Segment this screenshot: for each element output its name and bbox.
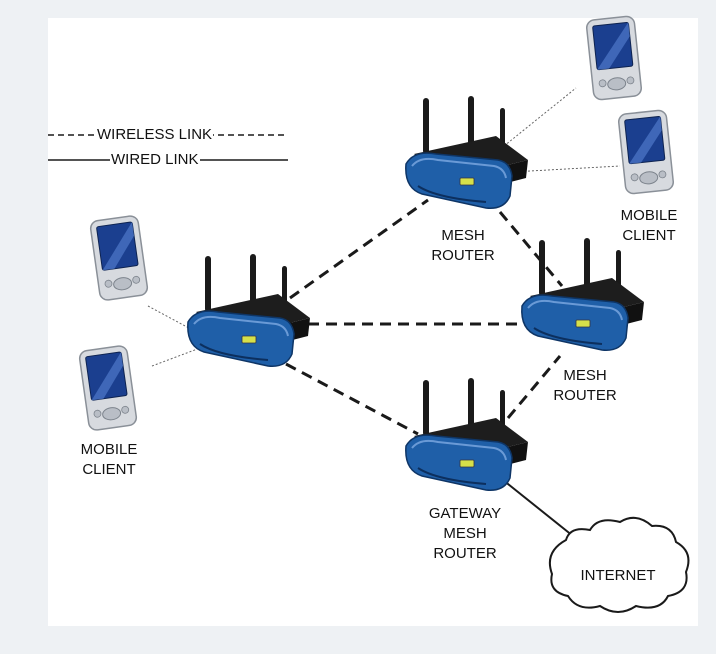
pda-device-icon	[88, 214, 150, 302]
link-client-c	[503, 87, 577, 147]
gateway-mesh-router-label: GATEWAY MESH ROUTER	[428, 505, 502, 562]
link-client-d	[511, 165, 621, 173]
wireless-links	[285, 198, 564, 436]
mesh-router-right-label: MESH ROUTER	[553, 367, 617, 404]
wireless-router-icon	[404, 377, 529, 492]
legend-wired-label: WIRED LINK	[110, 151, 200, 169]
link-left-top	[289, 198, 429, 300]
link-client-b	[151, 347, 201, 367]
pda-device-icon	[77, 344, 139, 432]
wireless-router-icon	[404, 95, 529, 210]
mesh-router-top-label: MESH ROUTER	[431, 227, 495, 264]
wireless-router-icon	[520, 237, 645, 352]
pda-device-icon	[585, 14, 643, 102]
legend-wireless-label: WIRELESS LINK	[96, 126, 214, 144]
wired-link-internet	[497, 475, 579, 541]
link-gateway-right	[506, 355, 562, 419]
link-left-gateway	[285, 362, 419, 436]
mobile-client-right-label: MOBILE CLIENT	[620, 207, 678, 244]
mobile-client-left-label: MOBILE CLIENT	[80, 441, 138, 478]
pda-device-icon	[617, 108, 675, 196]
wireless-router-icon	[186, 253, 311, 368]
internet-cloud-icon	[548, 516, 690, 613]
internet-label: INTERNET	[580, 567, 656, 584]
link-top-right	[498, 211, 564, 287]
